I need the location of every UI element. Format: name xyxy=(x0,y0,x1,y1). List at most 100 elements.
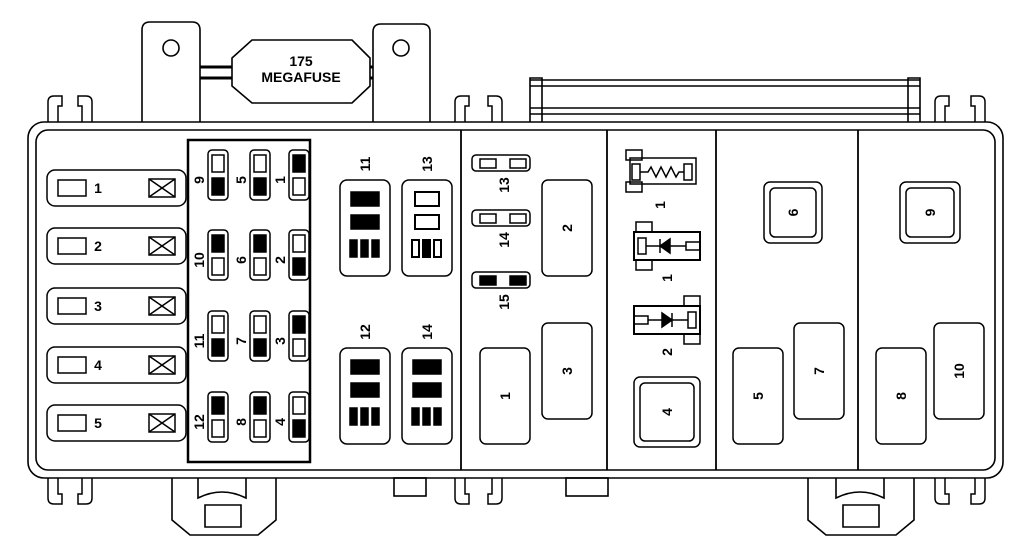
jumper-number: 14 xyxy=(496,232,512,248)
component-number: 2 xyxy=(659,348,675,356)
fuse-number: 5 xyxy=(94,415,102,431)
mini-fuse-12: 12 xyxy=(191,391,229,443)
resistor-icon xyxy=(640,165,684,179)
maxi-fuse-14: 14 xyxy=(401,324,453,445)
x-box-icon xyxy=(148,296,176,316)
maxi-fuse-12: 12 xyxy=(339,324,391,445)
left-fuse-3: 3 xyxy=(46,287,187,325)
fuse-number: 2 xyxy=(94,238,102,254)
fuse-number: 12 xyxy=(357,324,373,340)
component-number: 1 xyxy=(659,274,675,282)
fuse-number: 10 xyxy=(191,252,207,268)
maxi-fuse-11: 11 xyxy=(339,156,391,277)
relay-4: 4 xyxy=(633,376,701,448)
diode-1: 1 xyxy=(633,221,701,282)
housing-clip xyxy=(47,478,93,505)
fuse-number: 12 xyxy=(191,414,207,430)
housing-clip xyxy=(934,478,986,505)
jumper-number: 13 xyxy=(496,177,512,193)
relay-6: 6 xyxy=(763,181,823,244)
fuse-terminal xyxy=(57,414,87,432)
relay-9: 9 xyxy=(899,181,961,244)
mini-fuse-6: 6 xyxy=(233,229,271,281)
housing-clip xyxy=(47,95,93,122)
mini-fuse-9: 9 xyxy=(191,149,229,201)
relay-number: 1 xyxy=(497,392,513,400)
mini-fuse-2: 2 xyxy=(272,229,310,281)
left-fuse-2: 2 xyxy=(46,227,187,265)
fuse-number: 9 xyxy=(191,176,207,184)
mounting-tab-right xyxy=(372,23,431,122)
mini-fuse-5: 5 xyxy=(233,149,271,201)
relay-number: 10 xyxy=(951,363,967,379)
fuse-number: 4 xyxy=(272,418,288,426)
relay-8: 8 xyxy=(875,347,927,445)
mini-fuse-1: 1 xyxy=(272,149,310,201)
x-box-icon xyxy=(148,178,176,198)
jumper-14: 14 xyxy=(471,209,531,248)
fuse-number: 1 xyxy=(94,180,102,196)
component-number: 1 xyxy=(652,201,668,209)
jumper-number: 15 xyxy=(496,294,512,310)
relay-3: 3 xyxy=(541,322,593,420)
relay-number: 7 xyxy=(811,367,827,375)
relay-number: 5 xyxy=(750,392,766,400)
fuse-number: 3 xyxy=(94,298,102,314)
mini-fuse-11: 11 xyxy=(191,310,229,362)
bottom-connector-right xyxy=(807,478,915,536)
megafuse-amperage: 175 xyxy=(289,53,313,69)
mounting-hole-left xyxy=(162,39,180,57)
diode-icon xyxy=(661,311,674,329)
fuse-terminal xyxy=(57,297,87,315)
mini-fuse-3: 3 xyxy=(272,310,310,362)
x-box-icon xyxy=(148,355,176,375)
fuse-number: 5 xyxy=(233,176,249,184)
relay-10: 10 xyxy=(933,322,985,420)
fuse-number: 13 xyxy=(419,156,435,172)
fuse-number: 2 xyxy=(272,256,288,264)
mounting-tab-left xyxy=(141,21,201,122)
mounting-hole-right xyxy=(392,39,410,57)
diode-2: 2 xyxy=(633,295,701,356)
relay-5: 5 xyxy=(732,347,784,445)
relay-number: 2 xyxy=(559,224,575,232)
mini-fuse-block xyxy=(186,138,312,464)
jumper-13: 13 xyxy=(471,154,531,193)
relay-number: 3 xyxy=(559,367,575,375)
fuse-number: 8 xyxy=(233,418,249,426)
fuse-number: 7 xyxy=(233,337,249,345)
diode-icon xyxy=(658,237,671,255)
relay-number: 9 xyxy=(922,208,938,216)
left-fuse-5: 5 xyxy=(46,404,187,442)
fuse-number: 1 xyxy=(272,176,288,184)
relay-2: 2 xyxy=(541,179,593,277)
maxi-fuse-13: 13 xyxy=(401,156,453,277)
housing-clip xyxy=(454,95,503,122)
left-fuse-4: 4 xyxy=(46,346,187,384)
x-box-icon xyxy=(148,236,176,256)
relay-number: 6 xyxy=(785,208,801,216)
x-box-icon xyxy=(148,413,176,433)
fuse-number: 11 xyxy=(357,156,373,171)
fuse-box-housing xyxy=(27,121,1004,479)
fuse-terminal xyxy=(57,237,87,255)
fuse-number: 3 xyxy=(272,337,288,345)
relay-number: 4 xyxy=(659,408,675,416)
mini-fuse-10: 10 xyxy=(191,229,229,281)
relay-number: 8 xyxy=(893,392,909,400)
relay-7: 7 xyxy=(793,322,845,420)
fuse-number: 14 xyxy=(419,324,435,340)
jumper-15: 15 xyxy=(471,271,531,310)
housing-clip xyxy=(934,95,986,122)
relay-1: 1 xyxy=(479,347,531,445)
top-rail xyxy=(529,77,921,122)
mini-fuse-8: 8 xyxy=(233,391,271,443)
fuse-number: 11 xyxy=(191,333,207,348)
fuse-terminal xyxy=(57,356,87,374)
mini-fuse-4: 4 xyxy=(272,391,310,443)
left-fuse-1: 1 xyxy=(46,169,187,207)
bottom-connector-left xyxy=(171,478,277,536)
megafuse-body xyxy=(231,39,371,104)
mini-fuse-7: 7 xyxy=(233,310,271,362)
